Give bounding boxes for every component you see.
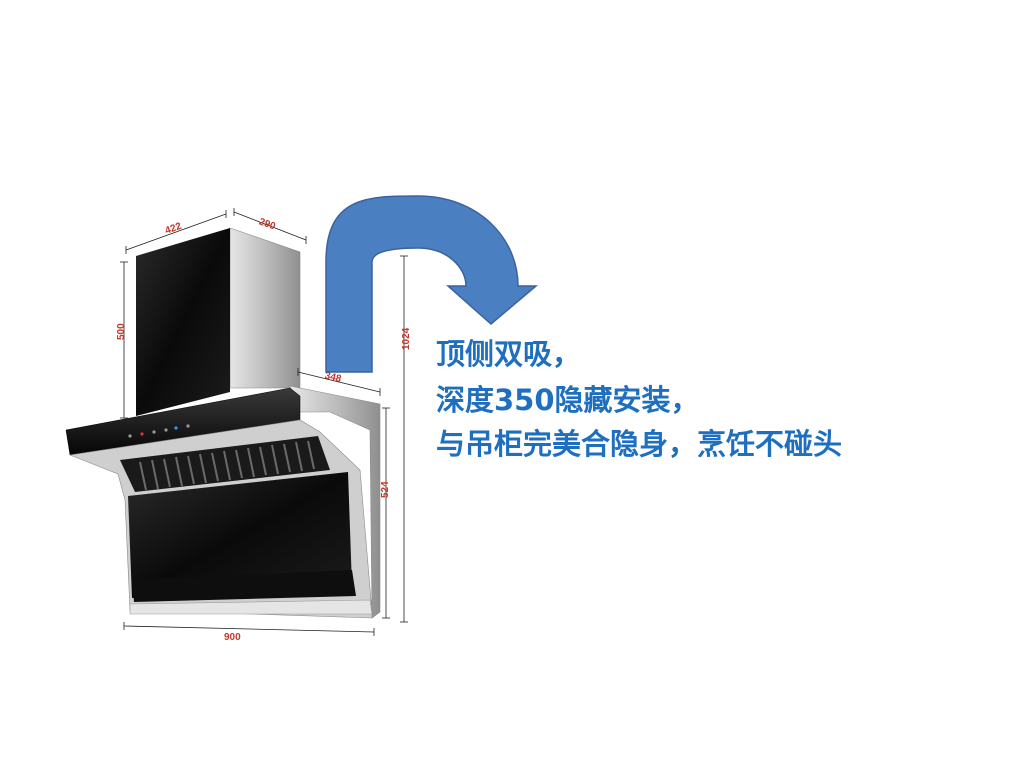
headline-line-2: 深度350隐藏安装， [436, 383, 700, 417]
intake-vents [120, 436, 330, 492]
headline-line-1: 顶侧双吸， [436, 337, 582, 371]
headline-line-3: 与吊柜完美合隐身，烹饪不碰头 [436, 427, 843, 461]
curved-arrow-icon [325, 195, 539, 373]
range-hood-illustration [65, 227, 381, 619]
dim-body-height: 524 [380, 481, 391, 498]
front-glass-panel [128, 472, 352, 598]
bottom-tray [129, 599, 373, 615]
bottom-strip [132, 570, 356, 602]
chimney-side [229, 227, 301, 389]
dim-chimney-height: 500 [116, 323, 127, 340]
dim-top-width: 422 [164, 221, 184, 237]
control-buttons [128, 424, 190, 438]
dimension-labels: 422 290 500 348 524 1024 900 [116, 216, 412, 643]
dim-top-depth: 290 [257, 216, 277, 232]
control-panel [65, 387, 301, 456]
dim-body-depth: 348 [324, 370, 343, 385]
dim-base-width: 900 [224, 632, 241, 643]
chimney-front [136, 228, 230, 416]
vent-slats [139, 440, 315, 491]
dimension-lines [120, 208, 408, 636]
dim-total-height: 1024 [401, 327, 412, 350]
